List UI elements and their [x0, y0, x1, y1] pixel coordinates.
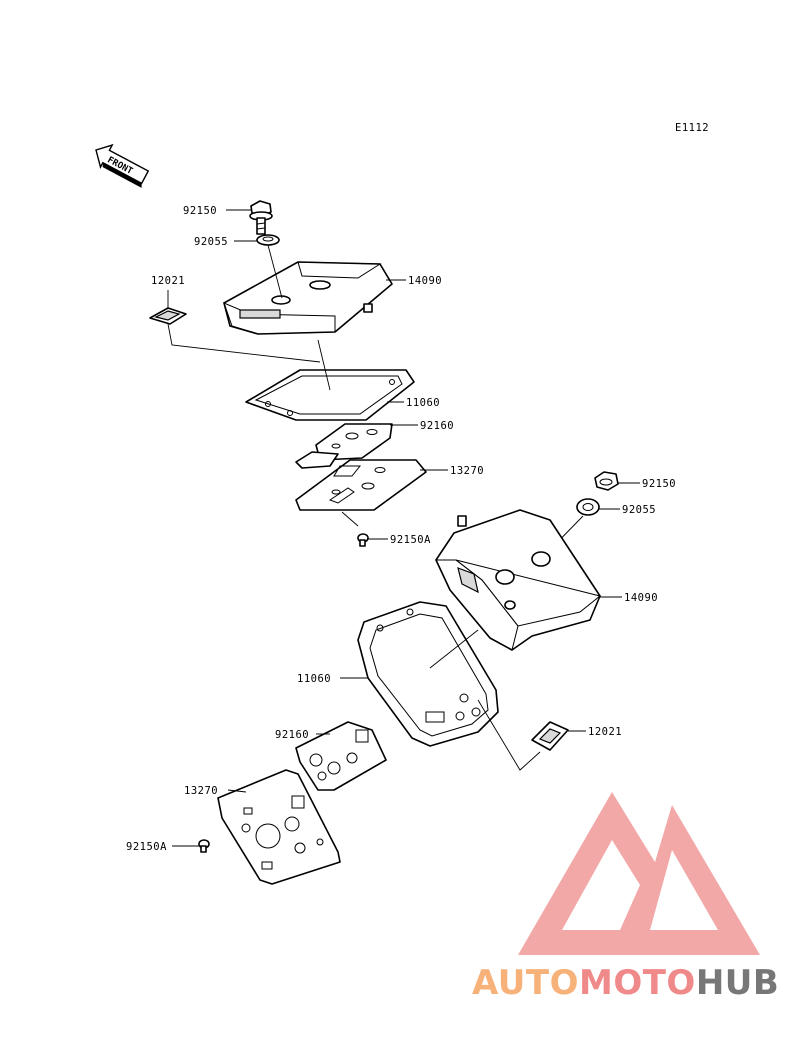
- watermark-part-moto: MOTO: [579, 963, 696, 1003]
- label-upper-plate-gasket: 92160: [420, 420, 454, 432]
- front-arrow-icon: FRONT: [95, 143, 150, 188]
- lower-plug-icon: [531, 721, 569, 751]
- lower-plate-gasket-icon: [295, 721, 387, 791]
- lower-bolt-icon: [594, 471, 619, 491]
- label-upper-plug: 12021: [151, 275, 185, 287]
- label-lower-cover: 14090: [624, 592, 658, 604]
- watermark-part-auto: AUTO: [472, 963, 579, 1003]
- watermark-text: AUTOMOTOHUB: [472, 963, 779, 1003]
- watermark-logo-icon: [518, 792, 760, 955]
- lower-cylinder-cover-icon: [435, 509, 602, 651]
- label-lower-plug: 12021: [588, 726, 622, 738]
- upper-gasket-icon: [245, 369, 415, 421]
- label-lower-gasket: 11060: [297, 673, 331, 685]
- label-upper-washer: 92055: [194, 236, 228, 248]
- upper-plate-icon: [295, 459, 427, 527]
- upper-small-bolt-icon: [357, 533, 369, 547]
- label-lower-bolt: 92150: [642, 478, 676, 490]
- label-upper-plate: 13270: [450, 465, 484, 477]
- svg-text:AUTOMOTOHUB: AUTOMOTOHUB: [472, 963, 779, 1003]
- upper-bolt-icon: [249, 200, 273, 235]
- label-upper-gasket: 11060: [406, 397, 440, 409]
- upper-plate-gasket-icon: [295, 423, 393, 469]
- label-lower-small-bolt: 92150A: [126, 841, 167, 853]
- label-lower-washer: 92055: [622, 504, 656, 516]
- lower-washer-icon: [576, 498, 600, 516]
- upper-washer-icon: [256, 234, 280, 246]
- lower-small-bolt-icon: [198, 839, 210, 853]
- label-lower-plate: 13270: [184, 785, 218, 797]
- upper-plug-icon: [149, 307, 187, 325]
- upper-cylinder-cover-icon: [223, 261, 393, 335]
- lower-gasket-icon: [357, 601, 499, 747]
- label-upper-small-bolt: 92150A: [390, 534, 431, 546]
- label-lower-plate-gasket: 92160: [275, 729, 309, 741]
- label-upper-cover: 14090: [408, 275, 442, 287]
- label-upper-bolt: 92150: [183, 205, 217, 217]
- diagram-code: E1112: [675, 122, 709, 134]
- watermark-part-hub: HUB: [696, 963, 779, 1003]
- lower-plate-icon: [217, 769, 341, 885]
